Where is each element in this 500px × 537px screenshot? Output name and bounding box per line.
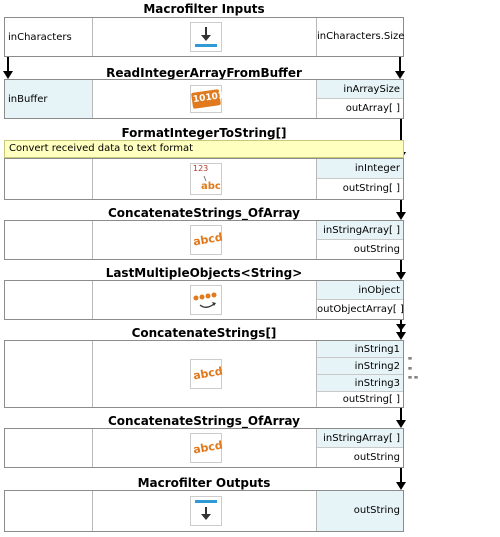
out-object-array-port[interactable]: outObjectArray[ ] bbox=[317, 300, 404, 319]
macrofilter-outputs-block[interactable]: outString bbox=[4, 490, 404, 532]
concatenate-strings-ofarray-block[interactable]: abcd inStringArray[ ] outString bbox=[4, 220, 404, 260]
in-object-port[interactable]: inObject bbox=[317, 281, 403, 300]
last-multiple-objects-title: LastMultipleObjects<String> bbox=[105, 266, 303, 280]
concatenate-icon: abcd bbox=[190, 359, 224, 389]
concatenate-strings-block[interactable]: abcd inString1 inString2 inString3 outSt… bbox=[4, 340, 404, 408]
block-icon-area: abcd bbox=[93, 429, 318, 467]
in-characters-label[interactable]: inCharacters bbox=[8, 32, 72, 43]
number-icon-text: 123 bbox=[193, 164, 209, 173]
block-icon-area bbox=[93, 491, 318, 531]
macrofilter-inputs-block[interactable]: inCharacters inCharacters.Size bbox=[4, 17, 404, 57]
read-integer-array-block[interactable]: inBuffer 10101 inArraySize outArray[ ] bbox=[4, 79, 404, 119]
macrofilter-input-icon bbox=[190, 22, 222, 52]
in-string2-constant-end[interactable]: " bbox=[407, 366, 414, 377]
number-to-text-icon: 123 abc bbox=[190, 163, 222, 195]
format-integer-title: FormatIntegerToString[] bbox=[121, 126, 287, 140]
concatenate-strings-ofarray-block-2[interactable]: abcd inStringArray[ ] outString bbox=[4, 428, 404, 468]
in-buffer-port[interactable]: inBuffer bbox=[8, 94, 48, 105]
in-string3-constant[interactable]: "" bbox=[407, 375, 420, 386]
input-port-column bbox=[5, 159, 93, 199]
input-port-column bbox=[5, 281, 93, 319]
macrofilter-output-icon bbox=[190, 496, 222, 526]
out-array-port[interactable]: outArray[ ] bbox=[317, 99, 403, 118]
input-port-column bbox=[5, 341, 93, 407]
block-icon-area bbox=[93, 281, 318, 319]
in-integer-port[interactable]: inInteger bbox=[317, 159, 403, 179]
input-port-column bbox=[5, 221, 93, 259]
read-integer-array-title: ReadIntegerArrayFromBuffer bbox=[106, 66, 302, 80]
block-icon-area: abcd bbox=[93, 221, 318, 259]
block-comment[interactable]: Convert received data to text format bbox=[4, 140, 404, 158]
output-port-column: inArraySize outArray[ ] bbox=[316, 80, 403, 118]
output-port-column: inObject outObjectArray[ ] bbox=[316, 281, 404, 319]
in-string3-port[interactable]: inString3 bbox=[317, 375, 403, 392]
last-objects-icon bbox=[190, 285, 222, 315]
output-port-column: inCharacters.Size bbox=[316, 18, 404, 56]
macrofilter-outputs-title: Macrofilter Outputs bbox=[137, 476, 271, 490]
macrofilter-inputs-title: Macrofilter Inputs bbox=[143, 2, 265, 16]
concatenate-icon: abcd bbox=[190, 225, 224, 255]
in-characters-size-port[interactable]: inCharacters.Size bbox=[317, 18, 404, 56]
in-string-array-port[interactable]: inStringArray[ ] bbox=[317, 221, 403, 240]
in-string2-constant[interactable]: " bbox=[407, 356, 414, 367]
output-port-column: inStringArray[ ] outString bbox=[316, 221, 403, 259]
concatenate-strings-ofarray-title: ConcatenateStrings_OfArray bbox=[108, 206, 300, 220]
out-string-array-port[interactable]: outString[ ] bbox=[317, 392, 403, 407]
input-port-column bbox=[5, 429, 93, 467]
out-string-port[interactable]: outString bbox=[317, 448, 403, 467]
block-icon-area: 123 abc bbox=[93, 159, 318, 199]
output-port-column: inString1 inString2 inString3 outString[… bbox=[316, 341, 403, 407]
input-port-column bbox=[5, 491, 93, 531]
in-string1-port[interactable]: inString1 bbox=[317, 341, 403, 358]
concatenate-strings-title: ConcatenateStrings[] bbox=[131, 326, 277, 340]
output-port-column: outString bbox=[316, 491, 403, 531]
concatenate-icon: abcd bbox=[190, 433, 224, 463]
block-icon-area: abcd bbox=[93, 341, 318, 407]
block-icon-area: 10101 bbox=[93, 80, 318, 118]
out-string-array-port[interactable]: outString[ ] bbox=[317, 179, 403, 199]
concatenate-strings-ofarray-title-2: ConcatenateStrings_OfArray bbox=[108, 414, 300, 428]
in-string2-port[interactable]: inString2 bbox=[317, 358, 403, 375]
output-port-column: inInteger outString[ ] bbox=[316, 159, 403, 199]
out-string-port[interactable]: outString bbox=[317, 240, 403, 259]
in-string-array-port[interactable]: inStringArray[ ] bbox=[317, 429, 403, 448]
format-integer-block[interactable]: 123 abc inInteger outString[ ] bbox=[4, 158, 404, 200]
output-port-column: inStringArray[ ] outString bbox=[316, 429, 403, 467]
text-icon-text: abc bbox=[201, 181, 221, 192]
binary-buffer-icon: 10101 bbox=[190, 85, 225, 113]
input-port-column: inBuffer bbox=[5, 80, 93, 118]
out-string-output-port[interactable]: outString bbox=[317, 491, 403, 531]
last-multiple-objects-block[interactable]: inObject outObjectArray[ ] bbox=[4, 280, 404, 320]
input-port-column: inCharacters bbox=[5, 18, 93, 56]
in-array-size-port[interactable]: inArraySize bbox=[317, 80, 403, 99]
block-icon-area bbox=[93, 18, 318, 56]
